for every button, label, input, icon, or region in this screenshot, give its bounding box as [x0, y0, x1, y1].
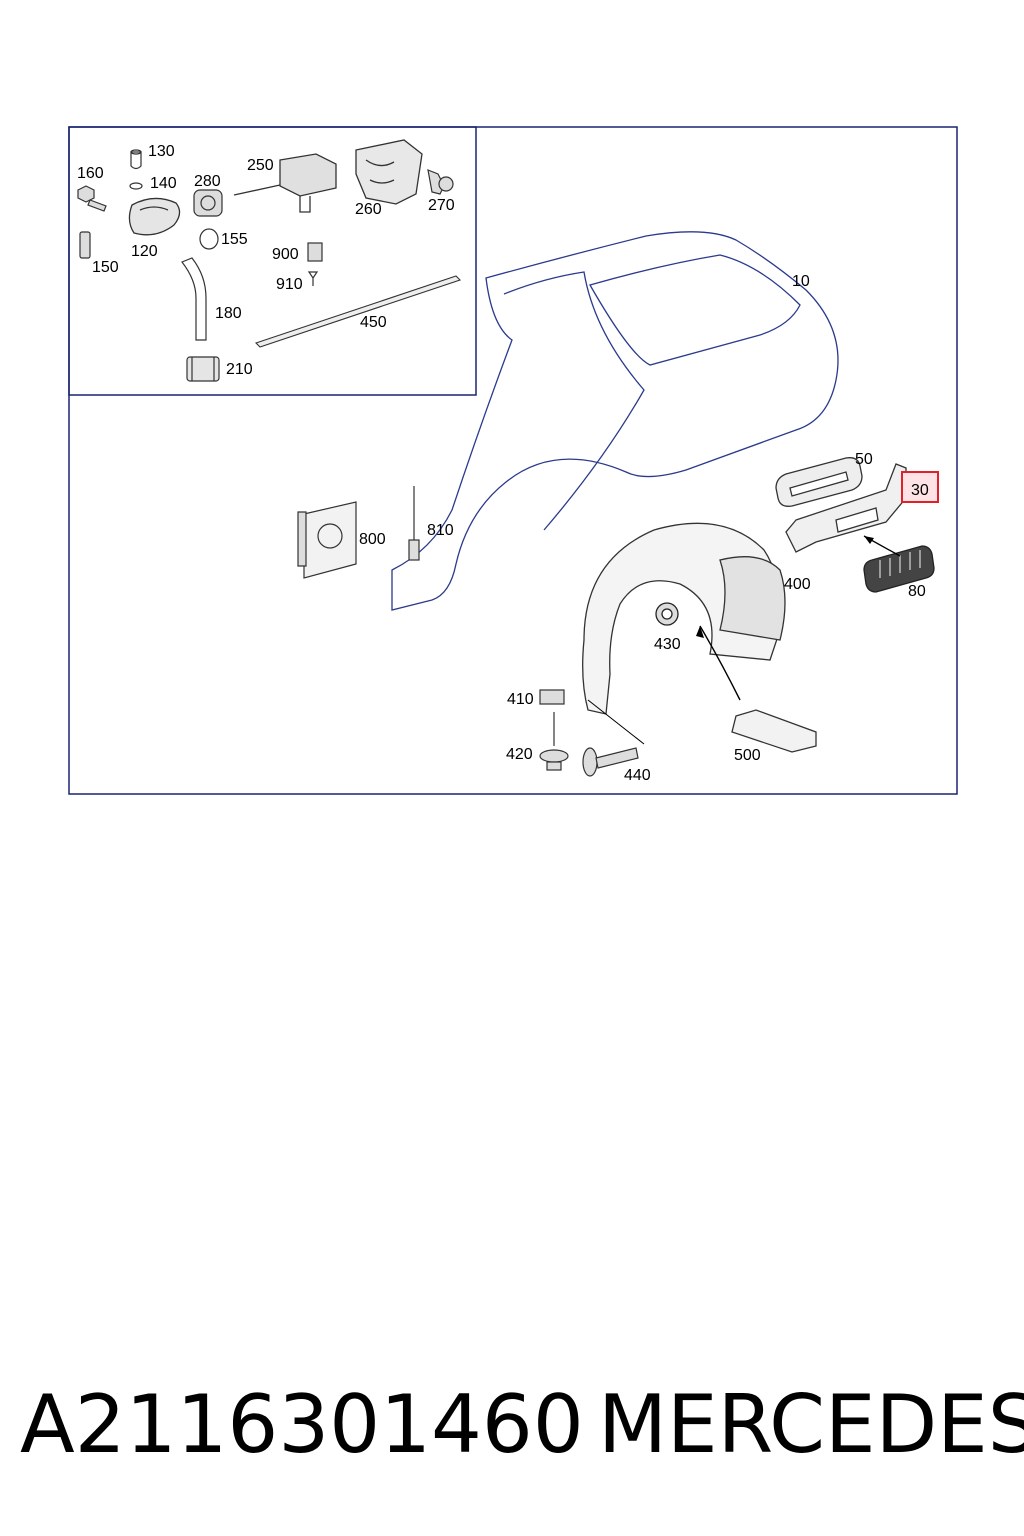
- part-430-drawing: [655, 602, 679, 626]
- part-30-drawing: [785, 463, 907, 553]
- label-440: 440: [624, 767, 651, 784]
- part-270-drawing: [427, 169, 454, 195]
- part-160-drawing: [77, 185, 107, 212]
- leader-440: [587, 699, 645, 745]
- part-910-drawing: [307, 271, 319, 286]
- label-80: 80: [908, 583, 926, 600]
- inset-frame: [68, 126, 477, 396]
- label-800: 800: [359, 531, 386, 548]
- label-500: 500: [734, 747, 761, 764]
- label-130: 130: [148, 143, 175, 160]
- part-130-drawing: [130, 149, 142, 170]
- label-210: 210: [226, 361, 253, 378]
- label-155: 155: [221, 231, 248, 248]
- label-160: 160: [77, 165, 104, 182]
- arrow-head-500: [696, 626, 704, 638]
- part-420-drawing: [539, 712, 569, 771]
- part-10-quarter-panel: [391, 231, 839, 611]
- part-500-drawing: [731, 709, 817, 753]
- label-30: 30: [911, 482, 929, 499]
- arrow-head-80: [864, 536, 874, 544]
- part-440-drawing: [582, 747, 639, 777]
- part-140-drawing: [129, 182, 143, 190]
- label-150: 150: [92, 259, 119, 276]
- part-number: A2116301460: [20, 1378, 584, 1471]
- label-420: 420: [506, 746, 533, 763]
- part-180-drawing: [181, 257, 207, 341]
- part-800-drawing: [297, 501, 357, 579]
- part-280-drawing: [193, 189, 223, 217]
- part-50-drawing: [775, 457, 863, 507]
- brand-name: MERCEDES: [598, 1378, 1024, 1471]
- part-150-drawing: [79, 231, 91, 259]
- part-400-wheel-liner: [582, 522, 786, 715]
- part-260-drawing: [355, 139, 423, 205]
- label-10: 10: [792, 273, 810, 290]
- part-caption: A2116301460 MERCEDES: [20, 1370, 1024, 1480]
- label-910: 910: [276, 276, 303, 293]
- part-30-highlight: [901, 471, 939, 503]
- part-250-drawing: [233, 153, 337, 213]
- label-180: 180: [215, 305, 242, 322]
- part-810-drawing: [408, 486, 420, 561]
- label-810: 810: [427, 522, 454, 539]
- label-430: 430: [654, 636, 681, 653]
- arrow-500-to-400: [699, 625, 741, 701]
- label-260: 260: [355, 201, 382, 218]
- part-410-drawing: [539, 689, 565, 705]
- part-80-drawing: [863, 545, 935, 593]
- part-120-drawing: [128, 197, 181, 236]
- label-280: 280: [194, 173, 221, 190]
- label-450: 450: [360, 314, 387, 331]
- label-400: 400: [784, 576, 811, 593]
- label-120: 120: [131, 243, 158, 260]
- label-410: 410: [507, 691, 534, 708]
- label-900: 900: [272, 246, 299, 263]
- label-50: 50: [855, 451, 873, 468]
- label-270: 270: [428, 197, 455, 214]
- parts-diagram: 130 140 160 120 150 280 155 180 210 250 …: [68, 126, 958, 795]
- label-250: 250: [247, 157, 274, 174]
- part-900-drawing: [307, 242, 323, 262]
- part-210-drawing: [186, 356, 220, 382]
- part-450-drawing: [254, 275, 462, 348]
- part-155-drawing: [199, 228, 219, 250]
- label-140: 140: [150, 175, 177, 192]
- diagram-frame: [68, 126, 958, 795]
